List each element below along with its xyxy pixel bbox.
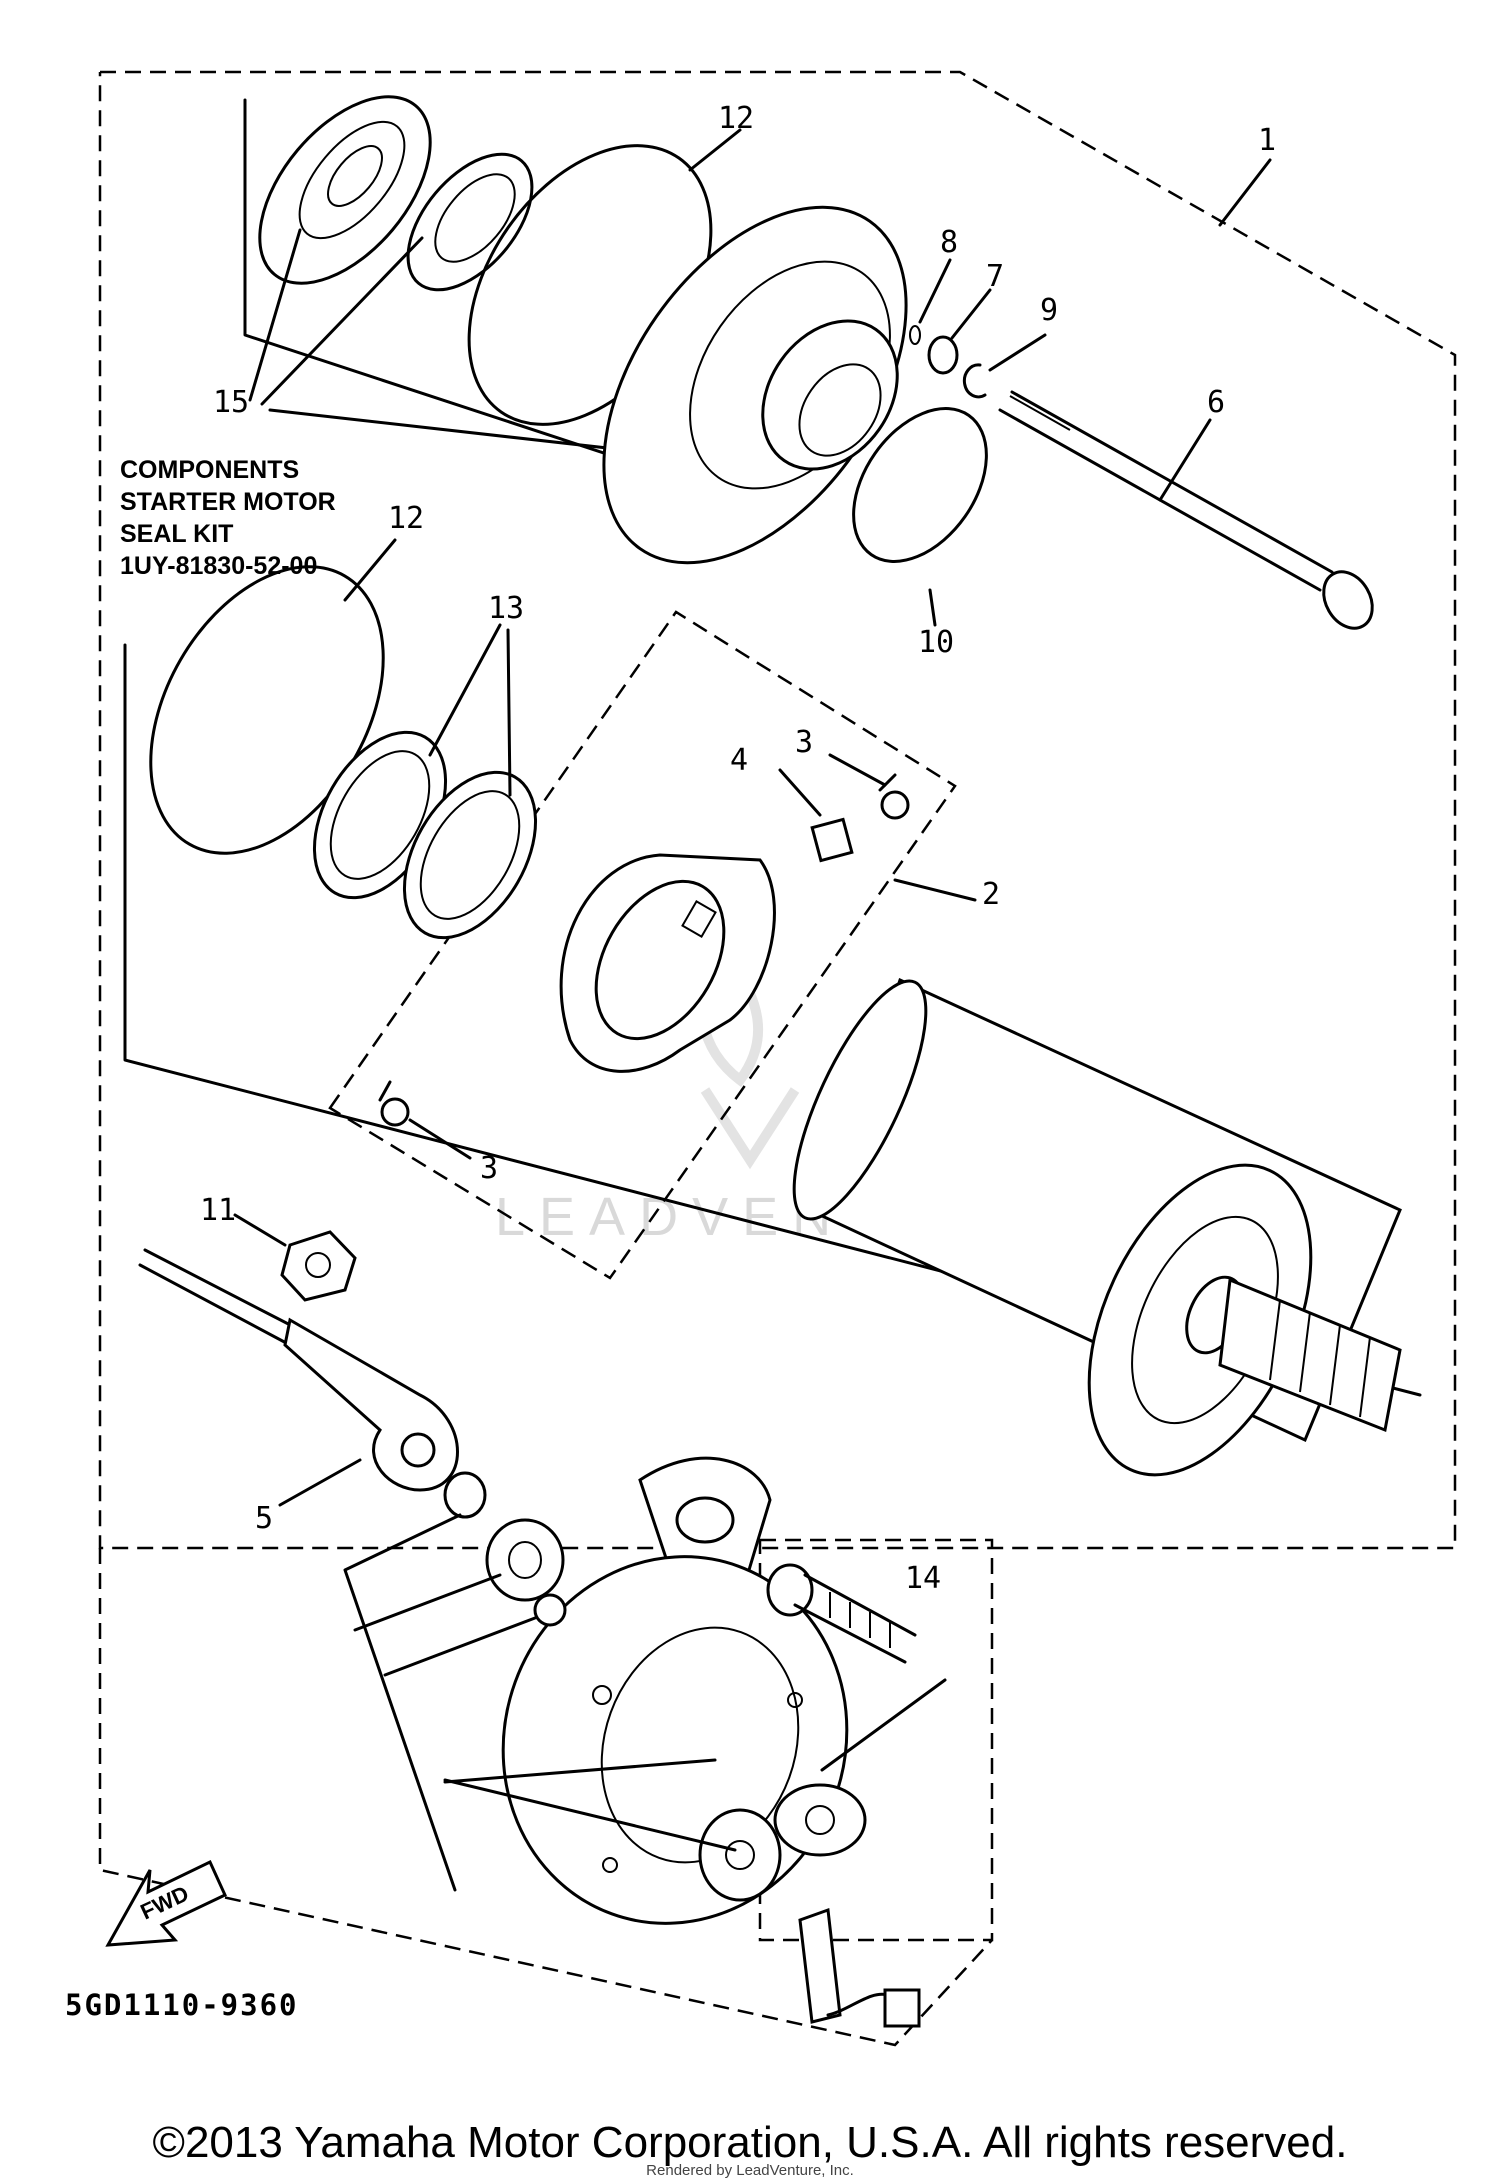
callout-1: 1 — [1258, 123, 1276, 158]
leader-10 — [928, 588, 937, 627]
yoke-armature — [792, 977, 1402, 1477]
screw-and-lead — [798, 1907, 921, 2028]
rear-cover — [602, 205, 908, 565]
leader-3-lower — [408, 1118, 472, 1160]
washer-terminal-b — [485, 1518, 565, 1602]
spring-3-upper — [878, 773, 910, 820]
callout-2: 2 — [982, 877, 1000, 912]
bracket-14-right — [820, 1678, 947, 1772]
callout-4: 4 — [730, 743, 748, 778]
leader-9 — [988, 333, 1047, 372]
leader-12-upper — [688, 128, 742, 172]
leader-1 — [1218, 158, 1272, 227]
callout-7: 7 — [986, 259, 1004, 294]
callout-3-upper: 3 — [795, 725, 813, 760]
rendered-by-note: Rendered by LeadVenture, Inc. — [646, 2162, 854, 2179]
callout-9: 9 — [1040, 293, 1058, 328]
washer-terminal-a — [443, 1471, 487, 1519]
leader-7 — [950, 288, 992, 340]
bolt-14 — [766, 1563, 917, 1664]
leader-13 — [428, 623, 512, 797]
copyright-notice: ©2013 Yamaha Motor Corporation, U.S.A. A… — [152, 2118, 1348, 2167]
callout-13: 13 — [488, 591, 524, 626]
washer-7 — [927, 335, 959, 375]
leader-3-upper — [828, 753, 887, 787]
svg-text:1UY-81830-52-00: 1UY-81830-52-00 — [120, 552, 317, 580]
callout-8: 8 — [940, 225, 958, 260]
terminal-lead-5 — [138, 1248, 459, 1492]
bearing — [258, 95, 432, 285]
o-ring-10 — [852, 407, 988, 563]
nut-11 — [280, 1230, 357, 1302]
callout-12-lower: 12 — [388, 501, 424, 536]
oil-seal — [406, 152, 534, 292]
leader-5 — [278, 1458, 362, 1507]
svg-text:COMPONENTS: COMPONENTS — [120, 456, 299, 484]
leader-4 — [778, 768, 822, 817]
assembly-2-outline — [328, 610, 957, 1280]
callout-12-upper: 12 — [718, 101, 754, 136]
brush-plate — [559, 853, 776, 1073]
spring-3-lower — [378, 1080, 410, 1127]
through-bolt-6 — [998, 390, 1374, 630]
callout-14: 14 — [905, 1561, 941, 1596]
thrust-washer-b — [402, 770, 538, 940]
circlip-9 — [962, 363, 987, 399]
callout-15: 15 — [213, 385, 249, 420]
leader-8 — [918, 258, 952, 324]
callout-5: 5 — [255, 1501, 273, 1536]
terminal-bracket-lines — [343, 1513, 737, 1892]
callout-10: 10 — [918, 625, 954, 660]
front-bracket — [501, 1456, 867, 1925]
watermark-v-icon — [700, 1087, 800, 1170]
callout-3-lower: 3 — [480, 1151, 498, 1186]
svg-text:SEAL KIT: SEAL KIT — [120, 520, 233, 548]
callout-11: 11 — [200, 1193, 236, 1228]
seal-kit-note: COMPONENTS STARTER MOTOR SEAL KIT 1UY-81… — [120, 456, 336, 580]
fwd-arrow-icon: FWD — [105, 1859, 227, 1947]
o-ring-terminal — [533, 1593, 567, 1627]
leader-11 — [233, 1213, 287, 1247]
leader-2 — [893, 878, 977, 902]
leader-15 — [248, 228, 627, 452]
assembly-1-outline — [98, 70, 1457, 1550]
front-cover-outline — [98, 1548, 993, 2047]
brush-4 — [810, 817, 854, 863]
svg-text:STARTER MOTOR: STARTER MOTOR — [120, 488, 336, 516]
washer-8 — [909, 325, 921, 345]
leader-6 — [1158, 418, 1212, 502]
diagram-code: 5GD1110-9360 — [65, 1988, 299, 2022]
leader-12-lower — [343, 538, 397, 602]
callout-6: 6 — [1207, 385, 1225, 420]
